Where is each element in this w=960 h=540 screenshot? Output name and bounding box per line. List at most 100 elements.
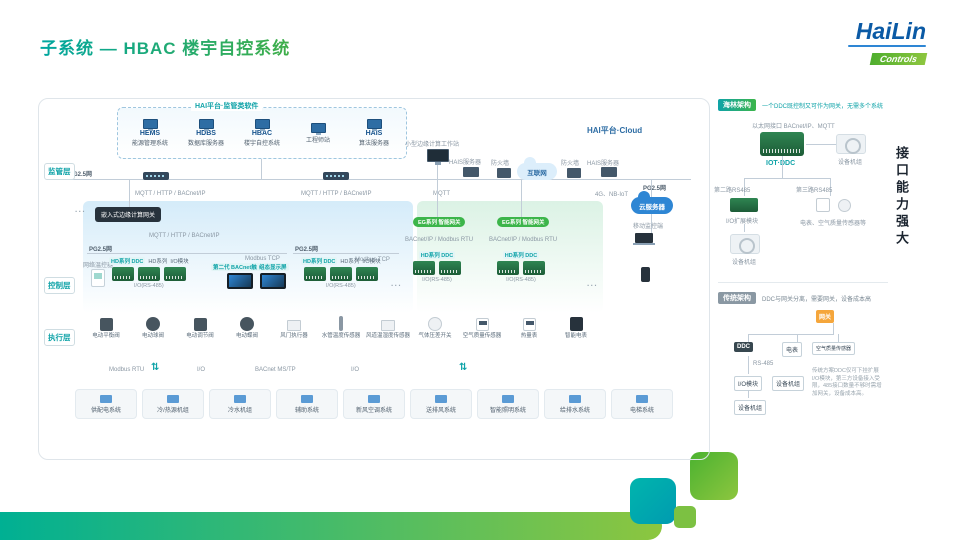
ddc-group-1: HD系列 DDC HD系列 I/O模块 I/O(RS-485) xyxy=(109,257,189,289)
circuit-board-icon xyxy=(497,261,519,275)
ball-valve-icon xyxy=(146,317,160,331)
app-name: 楼宇自控系统 xyxy=(243,141,280,147)
subsystem-label: 送排风系统 xyxy=(425,407,456,414)
pg-sub-label: PG2.5网 xyxy=(295,247,319,253)
equipment-unit-label: 设备机组 xyxy=(838,160,863,166)
touchscreen-icon xyxy=(227,273,254,289)
io-bus-label: I/O(RS-485) xyxy=(134,283,164,289)
monitor-icon xyxy=(366,119,382,131)
field-device-label: 电动调节阀 xyxy=(186,333,214,339)
circuit-board-icon xyxy=(303,267,326,281)
gateway-box: 网关 xyxy=(816,310,835,323)
protocol-label: MQTT xyxy=(433,191,450,197)
connector-line xyxy=(748,356,749,374)
subsystem-label: 新风空调系统 xyxy=(355,407,392,414)
eg-ddc-group-1: HD系列 DDC I/O(RS-485) xyxy=(413,251,461,283)
ddc-badge: HD系列 DDC xyxy=(418,251,456,259)
updown-arrow: ⇅ xyxy=(459,362,468,373)
layer-pill-control: 控制层 xyxy=(44,277,75,294)
ddc-badge: HD系列 DDC xyxy=(301,257,338,265)
panel-divider xyxy=(718,282,888,283)
cloud-platform-label: HAI平台·Cloud xyxy=(587,126,643,135)
subsystem-box: 辅助系统 xyxy=(276,389,338,419)
app-name: 能源管理系统 xyxy=(131,141,168,147)
subsystem-icon xyxy=(636,394,648,403)
subsystem-icon xyxy=(167,394,179,403)
regulating-valve-icon xyxy=(193,318,207,331)
subsystem-icon xyxy=(234,394,246,403)
connector-line xyxy=(744,178,830,179)
boards xyxy=(111,267,186,281)
config-screen-icon xyxy=(259,273,286,289)
equipment-unit-box: 设备机组 xyxy=(772,376,805,391)
boards xyxy=(497,261,545,275)
eth-note: 以太网接口 BACnet/IP、MQTT xyxy=(752,124,835,130)
protocol-label: BACnet/IP / Modbus RTU xyxy=(489,237,558,243)
io-bus-label: I/O(RS-485) xyxy=(506,277,536,283)
power-meter-icon xyxy=(569,317,583,331)
config-screen-label: 组态显示屏 xyxy=(257,263,289,271)
field-device-label: 气体压差开关 xyxy=(418,333,452,339)
switch-icon xyxy=(143,172,169,180)
field-device-label: 电动球阀 xyxy=(141,333,164,339)
firewall-icon xyxy=(497,168,511,178)
hailin-arch-desc: 一个DDC既控制又可作为网关，无需多个系统 xyxy=(762,104,883,110)
layer-pill-execution: 执行层 xyxy=(44,329,75,346)
connector-line xyxy=(261,159,262,179)
subsystem-icon xyxy=(502,394,514,403)
field-device-label: 空气质量传感器 xyxy=(462,333,502,339)
field-device-label: 风道温湿度传感器 xyxy=(365,333,410,339)
eg-ddc-group-2: HD系列 DDC I/O(RS-485) xyxy=(497,251,545,283)
subsystem-box: 新风空调系统 xyxy=(343,389,405,419)
app-name: 数据库服务器 xyxy=(187,141,224,147)
bus-label-io: I/O xyxy=(351,367,360,373)
io-expansion-label: I/O扩展模块 xyxy=(726,219,759,225)
pg-label-right: PG2.5网 xyxy=(643,186,667,192)
monitor-icon xyxy=(198,119,214,131)
iot-ddc-board xyxy=(760,132,804,156)
heat-meter-icon xyxy=(522,318,536,331)
bus-label-modbus: Modbus RTU xyxy=(109,367,145,373)
app-abbr: HAIS xyxy=(365,130,383,137)
connector-line xyxy=(437,165,438,179)
circuit-board-icon xyxy=(111,267,134,281)
subsystem-label: 供配电系统 xyxy=(90,407,121,414)
circuit-board-icon xyxy=(329,267,352,281)
config-display: 组态显示屏 xyxy=(257,263,289,289)
app-engineer-station: 工程师站 xyxy=(291,122,346,144)
protocol-label: Modbus TCP xyxy=(245,256,280,262)
boards xyxy=(303,267,378,281)
circuit-board-icon xyxy=(439,261,461,275)
meter-box: 电表 xyxy=(782,342,803,357)
circuit-board-icon xyxy=(163,267,186,281)
field-device: 风道温湿度传感器 xyxy=(365,315,411,339)
rs485-label: RS-485 xyxy=(753,361,774,367)
ddc-group-badges: HD系列 DDC HD系列 I/O模块 xyxy=(301,257,381,265)
connector-line xyxy=(748,390,749,398)
phone-icon xyxy=(641,267,650,282)
boards xyxy=(413,261,461,275)
app-name: 算法服务器 xyxy=(358,141,389,147)
sensors-label: 电表、空气质量传感器等 xyxy=(800,221,867,227)
subsystem-box: 冷/热源机组 xyxy=(142,389,204,419)
io-module-box: I/O模块 xyxy=(734,376,763,391)
subsystem-label: 冷/热源机组 xyxy=(157,407,189,414)
touchscreen-label: 第二代 BACnet触摸屏 xyxy=(211,263,270,271)
field-device: 电动调节阀 xyxy=(177,315,223,339)
connector-line xyxy=(129,179,130,207)
subsystem-label: 电梯系统 xyxy=(629,407,654,414)
protocol-label: BACnet/IP / Modbus RTU xyxy=(405,237,474,243)
field-device: 空气质量传感器 xyxy=(459,315,505,339)
hd-series-label: HD系列 xyxy=(148,259,168,265)
app-name: 工程师站 xyxy=(305,137,330,144)
ddc-group-badges: HD系列 DDC HD系列 I/O模块 xyxy=(109,257,189,265)
subsystem-icon xyxy=(100,394,112,403)
aq-sensor-box: 空气质量传感器 xyxy=(812,342,856,355)
connector-line xyxy=(797,334,798,342)
equipment-unit-icon xyxy=(730,234,760,254)
pg-sub-label: PG2.5网 xyxy=(89,247,113,253)
field-device-label: 风门执行器 xyxy=(280,333,308,339)
balance-valve-icon xyxy=(99,318,113,331)
app-hais: HAIS 算法服务器 xyxy=(347,119,402,147)
